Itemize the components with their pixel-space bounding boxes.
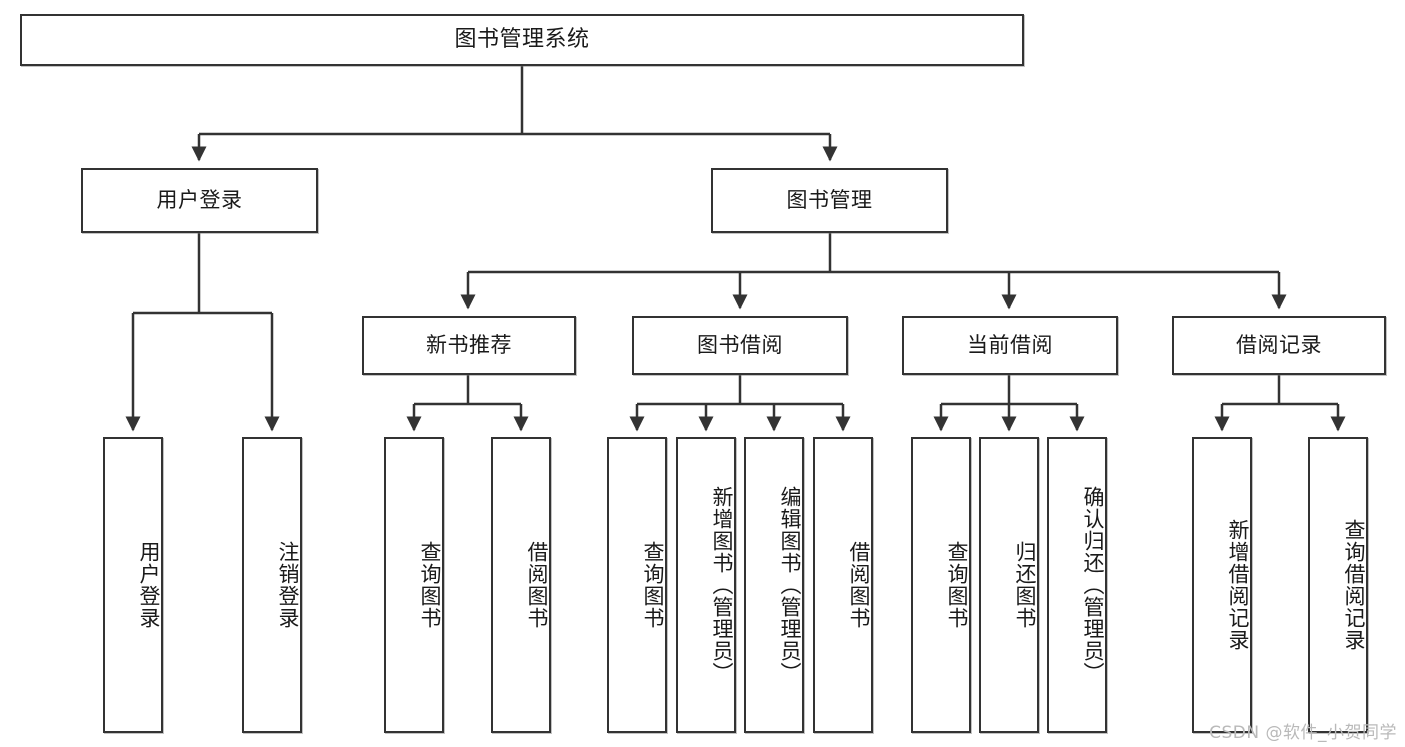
leaf-current-query-book[interactable]: 查询图书 bbox=[911, 437, 971, 733]
leaf-user-login[interactable]: 用户登录 bbox=[103, 437, 163, 733]
node-label: 编辑图书（管理员） bbox=[778, 486, 802, 684]
node-label: 借阅图书 bbox=[525, 541, 549, 629]
node-label: 借阅图书 bbox=[847, 541, 871, 629]
node-current-borrow[interactable]: 当前借阅 bbox=[902, 316, 1118, 375]
node-book-management[interactable]: 图书管理 bbox=[711, 168, 948, 233]
node-borrow-record[interactable]: 借阅记录 bbox=[1172, 316, 1386, 375]
node-label: 查询图书 bbox=[945, 541, 969, 629]
leaf-current-confirm-return-admin[interactable]: 确认归还（管理员） bbox=[1047, 437, 1107, 733]
leaf-borrow-query-book[interactable]: 查询图书 bbox=[607, 437, 667, 733]
node-label: 新书推荐 bbox=[426, 333, 512, 358]
node-label: 新增图书（管理员） bbox=[710, 486, 734, 684]
leaf-recommend-borrow-book[interactable]: 借阅图书 bbox=[491, 437, 551, 733]
csdn-watermark: CSDN @软件_小贺同学 bbox=[1209, 723, 1397, 743]
node-label: 确认归还（管理员） bbox=[1081, 486, 1105, 684]
node-label: 图书管理 bbox=[786, 188, 873, 213]
node-label: 查询借阅记录 bbox=[1342, 519, 1366, 651]
node-label: 新增借阅记录 bbox=[1226, 519, 1250, 651]
node-label: 查询图书 bbox=[641, 541, 665, 629]
node-root-system[interactable]: 图书管理系统 bbox=[20, 14, 1024, 66]
node-book-borrow[interactable]: 图书借阅 bbox=[632, 316, 848, 375]
node-label: 图书借阅 bbox=[697, 333, 783, 358]
leaf-record-query-borrow-record[interactable]: 查询借阅记录 bbox=[1308, 437, 1368, 733]
leaf-record-add-borrow-record[interactable]: 新增借阅记录 bbox=[1192, 437, 1252, 733]
leaf-user-logout[interactable]: 注销登录 bbox=[242, 437, 302, 733]
node-label: 注销登录 bbox=[276, 541, 300, 629]
leaf-borrow-edit-book-admin[interactable]: 编辑图书（管理员） bbox=[744, 437, 804, 733]
leaf-recommend-query-book[interactable]: 查询图书 bbox=[384, 437, 444, 733]
node-label: 用户登录 bbox=[137, 541, 161, 629]
node-user-login[interactable]: 用户登录 bbox=[81, 168, 318, 233]
leaf-borrow-lend-book[interactable]: 借阅图书 bbox=[813, 437, 873, 733]
node-new-book-recommend[interactable]: 新书推荐 bbox=[362, 316, 576, 375]
node-label: 当前借阅 bbox=[967, 333, 1053, 358]
node-label: 归还图书 bbox=[1013, 541, 1037, 629]
leaf-borrow-add-book-admin[interactable]: 新增图书（管理员） bbox=[676, 437, 736, 733]
node-label: 查询图书 bbox=[418, 541, 442, 629]
node-label: 图书管理系统 bbox=[454, 27, 590, 53]
node-label: 用户登录 bbox=[156, 188, 243, 213]
leaf-current-return-book[interactable]: 归还图书 bbox=[979, 437, 1039, 733]
node-label: 借阅记录 bbox=[1236, 333, 1322, 358]
